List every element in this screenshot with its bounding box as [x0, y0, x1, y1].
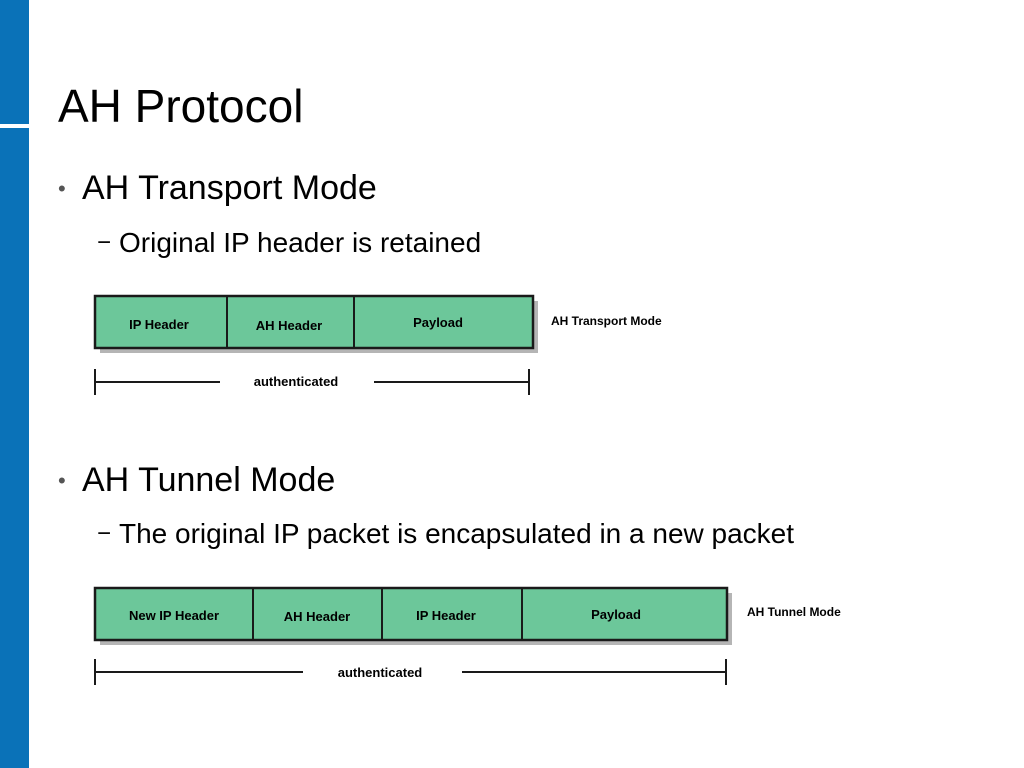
tunnel-packet-box: [93, 586, 729, 642]
tunnel-field-ip-header: IP Header: [416, 608, 476, 623]
accent-sidebar: [0, 0, 29, 768]
tunnel-field-payload: Payload: [591, 607, 641, 622]
tunnel-span-label: authenticated: [338, 665, 423, 680]
transport-field-ip-header: IP Header: [129, 317, 189, 332]
tunnel-mode-caption: AH Tunnel Mode: [747, 605, 841, 619]
transport-field-ah-header: AH Header: [256, 318, 322, 333]
bullet-tunnel-mode: AH Tunnel Mode: [82, 461, 336, 499]
sub-bullet-dash-transport: −: [97, 229, 112, 256]
tunnel-field-ah-header: AH Header: [284, 609, 350, 624]
tunnel-field-new-ip-header: New IP Header: [129, 608, 219, 623]
transport-mode-diagram: IP Header AH Header Payload AH Transport…: [93, 294, 662, 395]
sub-bullet-dash-tunnel: −: [97, 520, 112, 547]
transport-span-label: authenticated: [254, 374, 339, 389]
transport-mode-caption: AH Transport Mode: [551, 314, 662, 328]
sidebar-notch: [0, 124, 29, 128]
slide-title: AH Protocol: [58, 80, 304, 132]
transport-packet-box: [93, 294, 535, 350]
transport-field-payload: Payload: [413, 315, 463, 330]
sub-bullet-tunnel: The original IP packet is encapsulated i…: [119, 518, 795, 549]
sub-bullet-transport: Original IP header is retained: [119, 227, 482, 258]
bullet-transport-mode: AH Transport Mode: [82, 169, 377, 207]
tunnel-mode-diagram: New IP Header AH Header IP Header Payloa…: [93, 586, 841, 685]
bullet-marker-tunnel: •: [58, 468, 66, 493]
bullet-marker-transport: •: [58, 176, 66, 201]
